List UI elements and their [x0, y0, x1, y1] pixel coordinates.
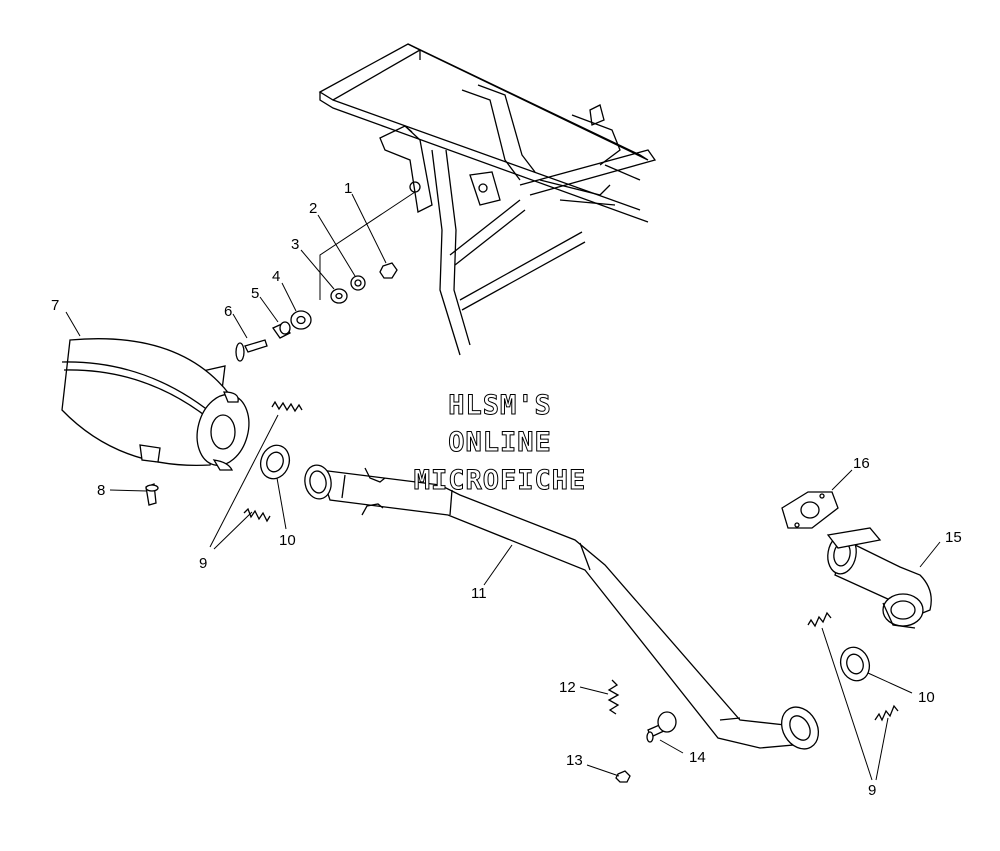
watermark-line-3: MICROFICHE	[414, 465, 587, 496]
part-4-grommet	[290, 310, 312, 330]
spring-9-lower-left	[243, 507, 271, 523]
callout-3: 3	[291, 236, 299, 253]
spring-9-lower-right	[874, 704, 899, 722]
part-11-exhaust-pipe	[304, 464, 820, 750]
callout-9-right: 9	[868, 782, 876, 799]
callout-10-right: 10	[918, 689, 935, 706]
callout-13: 13	[566, 752, 583, 769]
callout-16: 16	[853, 455, 870, 472]
part-8-bolt	[145, 483, 159, 506]
callout-7: 7	[51, 297, 59, 314]
frame-assembly	[318, 43, 657, 356]
watermark: HLSM'S ONLINE MICROFICHE	[413, 390, 587, 497]
part-15-exhaust-port-adapter	[826, 527, 932, 629]
part-7-muffler	[61, 338, 250, 471]
part-3-washer	[330, 288, 348, 304]
callout-14: 14	[689, 749, 706, 766]
part-1-nut	[379, 262, 398, 279]
callout-1: 1	[344, 180, 352, 197]
part-6-bolt	[235, 339, 268, 362]
spring-9-upper-right	[807, 611, 832, 628]
callout-15: 15	[945, 529, 962, 546]
callout-10-left: 10	[279, 532, 296, 549]
spring-9-upper-left	[271, 400, 303, 413]
callout-2: 2	[309, 200, 317, 217]
part-10-gasket-right	[839, 646, 871, 682]
part-12-spring	[607, 679, 620, 715]
callout-12: 12	[559, 679, 576, 696]
callout-8: 8	[97, 482, 105, 499]
callout-5: 5	[251, 285, 259, 302]
watermark-line-1: HLSM'S	[448, 390, 552, 421]
callout-9-left: 9	[199, 555, 207, 572]
part-10-gasket-left	[259, 444, 291, 480]
callout-11: 11	[471, 585, 487, 602]
callout-4: 4	[272, 268, 280, 285]
part-2-washer	[350, 275, 366, 291]
part-5-spacer	[272, 321, 291, 339]
watermark-line-2: ONLINE	[448, 427, 552, 458]
leader-lines	[65, 193, 941, 781]
part-13-nut	[615, 770, 631, 783]
callout-6: 6	[224, 303, 232, 320]
part-14-bolt	[646, 711, 677, 743]
part-16-flange-gasket	[781, 491, 839, 529]
callout-labels: 1 2 3 4 5 6 7 8 9 10 11 12 13 14 15 16 1…	[51, 180, 962, 799]
mount-leader-line	[319, 191, 416, 300]
